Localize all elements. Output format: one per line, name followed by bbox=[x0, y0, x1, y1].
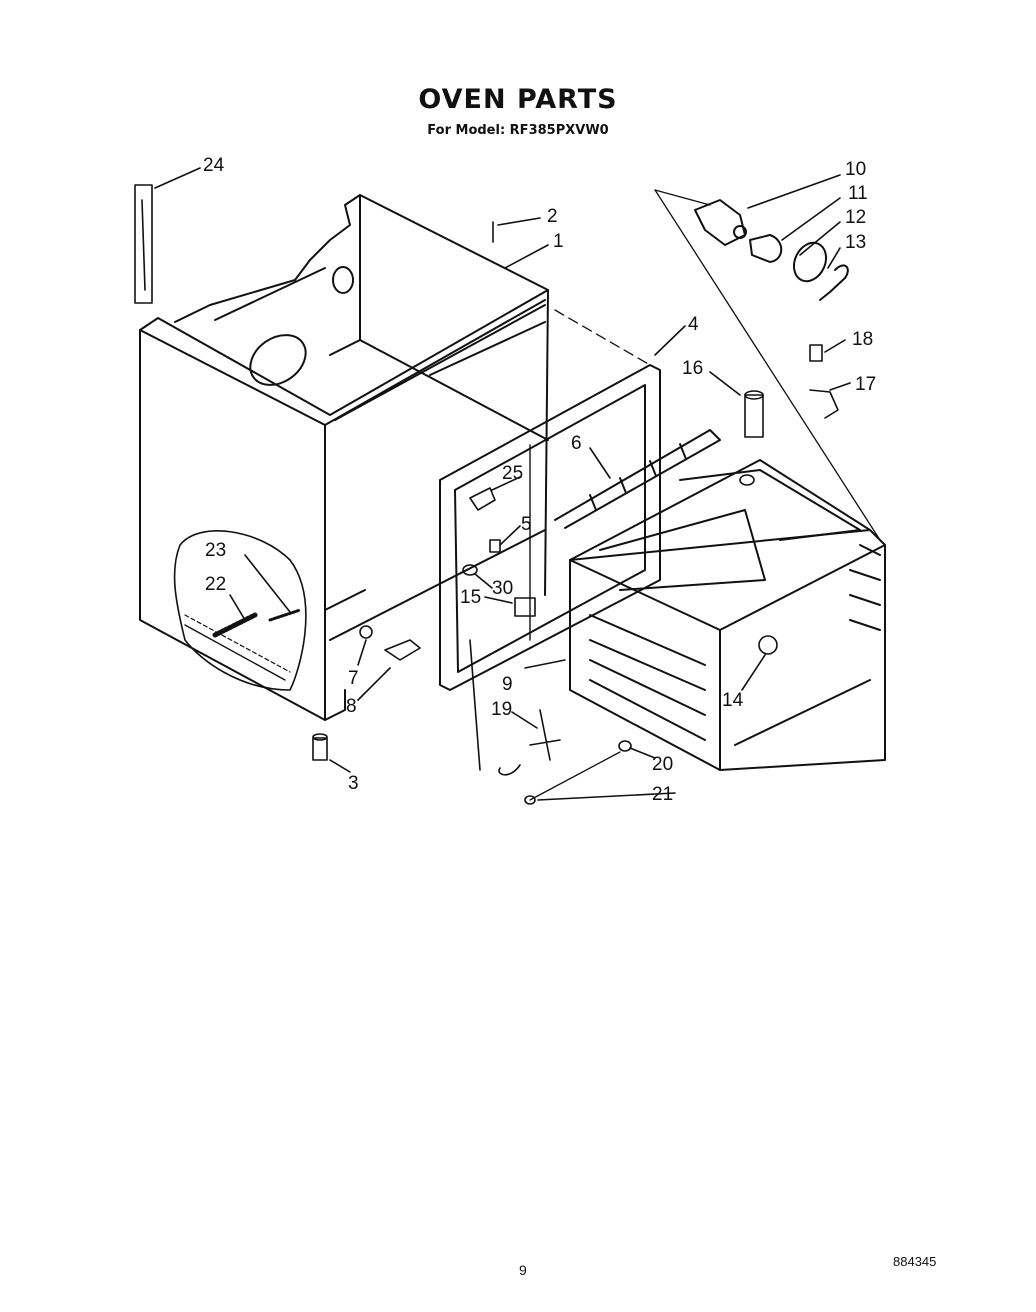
oven-light-assembly bbox=[694, 199, 849, 301]
callout-25: 25 bbox=[502, 463, 523, 484]
callout-5: 5 bbox=[521, 514, 532, 535]
callout-17: 17 bbox=[855, 374, 876, 395]
callout-8: 8 bbox=[346, 696, 357, 717]
callout-20: 20 bbox=[652, 754, 673, 775]
callout-11: 11 bbox=[848, 183, 868, 204]
callout-7: 7 bbox=[348, 668, 359, 689]
callout-15: 15 bbox=[460, 587, 481, 608]
callout-16: 16 bbox=[682, 358, 703, 379]
page-title: OVEN PARTS bbox=[418, 84, 618, 115]
callout-13: 13 bbox=[845, 232, 866, 253]
cabinet-body bbox=[139, 194, 549, 721]
document-number: 884345 bbox=[893, 1254, 937, 1269]
callout-19: 19 bbox=[491, 699, 512, 720]
callout-6: 6 bbox=[571, 433, 582, 454]
callout-18: 18 bbox=[852, 329, 873, 350]
callout-10: 10 bbox=[845, 159, 866, 180]
callout-23: 23 bbox=[205, 540, 226, 561]
leader-lines bbox=[154, 167, 851, 801]
front-frame bbox=[439, 364, 661, 691]
callout-1: 1 bbox=[553, 231, 564, 252]
callout-4: 4 bbox=[688, 314, 699, 335]
callout-9: 9 bbox=[502, 674, 513, 695]
assembly-guide-lines bbox=[529, 189, 881, 801]
bake-element bbox=[554, 429, 721, 529]
callout-12: 12 bbox=[845, 207, 866, 228]
callout-labels: 1 2 3 4 5 6 7 8 9 10 11 12 13 14 15 16 1… bbox=[203, 155, 876, 805]
page-number: 9 bbox=[519, 1262, 527, 1278]
callout-3: 3 bbox=[348, 773, 359, 794]
callout-22: 22 bbox=[205, 574, 226, 595]
callout-30: 30 bbox=[492, 578, 513, 599]
callout-14: 14 bbox=[722, 690, 744, 711]
oven-liner bbox=[569, 459, 886, 771]
callout-2: 2 bbox=[547, 206, 558, 227]
callout-24: 24 bbox=[203, 155, 225, 176]
model-subtitle: For Model: RF385PXVW0 bbox=[427, 123, 609, 138]
small-parts bbox=[134, 184, 839, 805]
callout-21: 21 bbox=[652, 784, 673, 805]
